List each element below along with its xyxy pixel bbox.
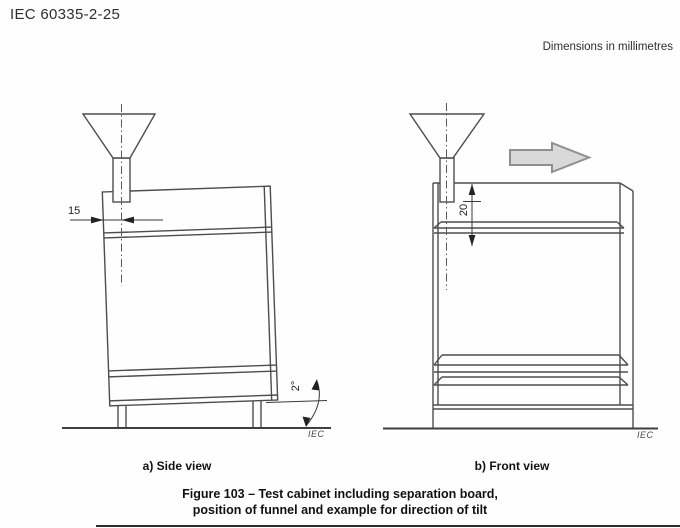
front-separation-board	[433, 221, 625, 234]
side-funnel-stem	[112, 157, 131, 203]
side-bottom-inner-line	[109, 394, 278, 402]
figure-caption-line1: Figure 103 – Test cabinet including sepa…	[182, 487, 498, 501]
dim15-arrow-right-icon	[121, 216, 134, 224]
tilt-extension-line	[265, 400, 328, 403]
tilt-direction-arrow-icon	[509, 141, 592, 174]
front-base-plinth	[433, 404, 633, 410]
side-dimension-15	[70, 216, 163, 224]
front-lower-shelf	[433, 354, 629, 373]
side-cabinet-body	[101, 185, 279, 407]
side-view-source-tag: IEC	[308, 429, 325, 439]
front-view-drawing	[383, 103, 658, 430]
tilt-arc-upper-arrow-icon	[311, 379, 320, 391]
dim20-arrow-down-icon	[468, 235, 476, 246]
front-view-caption: b) Front view	[474, 459, 550, 473]
side-cabinet-feet	[117, 401, 262, 428]
standard-reference: IEC 60335-2-25	[10, 6, 121, 23]
side-funnel	[81, 113, 157, 203]
dim20-label: 20	[458, 203, 470, 217]
front-cabinet	[432, 182, 634, 428]
dim20-arrow-up-icon	[468, 184, 476, 195]
side-tilt-annotation	[265, 379, 328, 427]
front-funnel-stem	[439, 157, 455, 203]
dim15-label: 15	[68, 205, 81, 217]
side-separation-board-bottom	[103, 231, 272, 239]
figure-caption-line2: position of funnel and example for direc…	[192, 503, 488, 517]
units-note: Dimensions in millimetres	[542, 41, 673, 53]
side-view-drawing	[62, 104, 331, 429]
front-view-source-tag: IEC	[637, 430, 654, 440]
front-dimension-20	[463, 184, 481, 246]
side-separation-board-top	[103, 226, 272, 234]
front-bottom-board	[433, 376, 629, 386]
front-top-right-depth-edge	[619, 182, 634, 192]
side-cabinet	[101, 185, 279, 407]
figure-caption: Figure 103 – Test cabinet including sepa…	[0, 486, 680, 518]
side-lower-shelf-top	[108, 364, 277, 372]
side-view-caption: a) Side view	[142, 459, 212, 473]
tilt-angle-label: 2°	[290, 380, 302, 392]
dim15-arrow-left-icon	[91, 216, 104, 224]
tilt-arc-lower-arrow-icon	[302, 416, 311, 427]
side-lower-shelf-bottom	[108, 370, 277, 378]
side-funnel-cone	[81, 113, 157, 159]
